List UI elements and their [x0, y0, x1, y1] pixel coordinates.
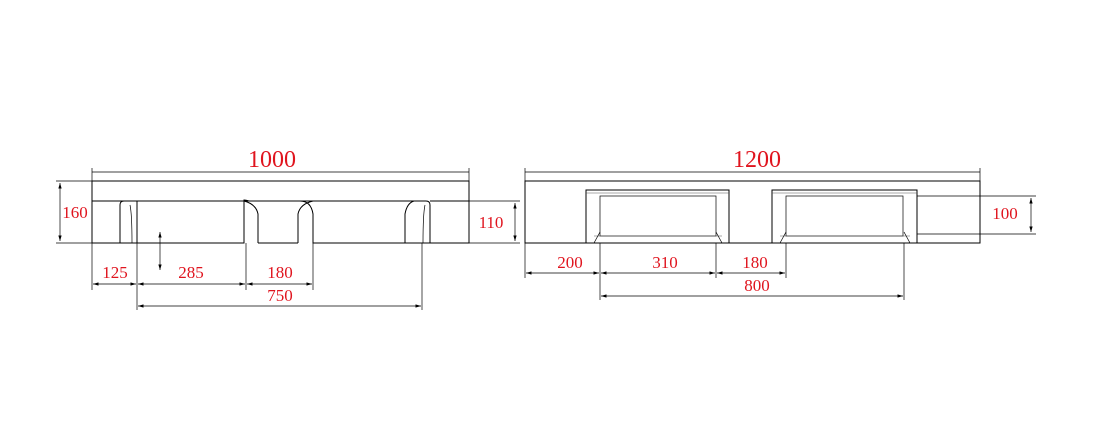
- opening-inner: [785, 195, 904, 237]
- block-curve: [422, 204, 426, 244]
- opening-frame: [585, 189, 730, 244]
- opening-chamfer: [779, 231, 911, 244]
- opening-frame: [771, 189, 918, 244]
- dim-1000: 1000: [248, 147, 296, 173]
- dim-180: 180: [267, 263, 293, 282]
- opening-inner: [599, 195, 717, 237]
- block-curve: [297, 200, 314, 243]
- dim-100: 100: [992, 204, 1018, 223]
- dim-125: 125: [102, 263, 128, 282]
- opening-chamfer: [593, 231, 723, 244]
- block-curve: [129, 204, 133, 244]
- dim-180-right: 180: [742, 253, 768, 272]
- block-curve: [243, 200, 259, 243]
- dim-310: 310: [652, 253, 678, 272]
- short-side-view: 1000 160 110 125 285 180 750: [56, 147, 520, 310]
- dim-750: 750: [267, 286, 293, 305]
- dim-800: 800: [744, 276, 770, 295]
- dim-160: 160: [62, 203, 88, 222]
- dim-285: 285: [178, 263, 204, 282]
- fork-opening-2: [771, 189, 918, 244]
- dim-110: 110: [479, 213, 504, 232]
- dim-1200: 1200: [733, 147, 781, 173]
- long-side-view: 1200 100 200 310 180 800: [524, 147, 1036, 300]
- fork-opening-1: [585, 189, 730, 244]
- pallet-outline-left: [91, 180, 470, 244]
- dim-200: 200: [557, 253, 583, 272]
